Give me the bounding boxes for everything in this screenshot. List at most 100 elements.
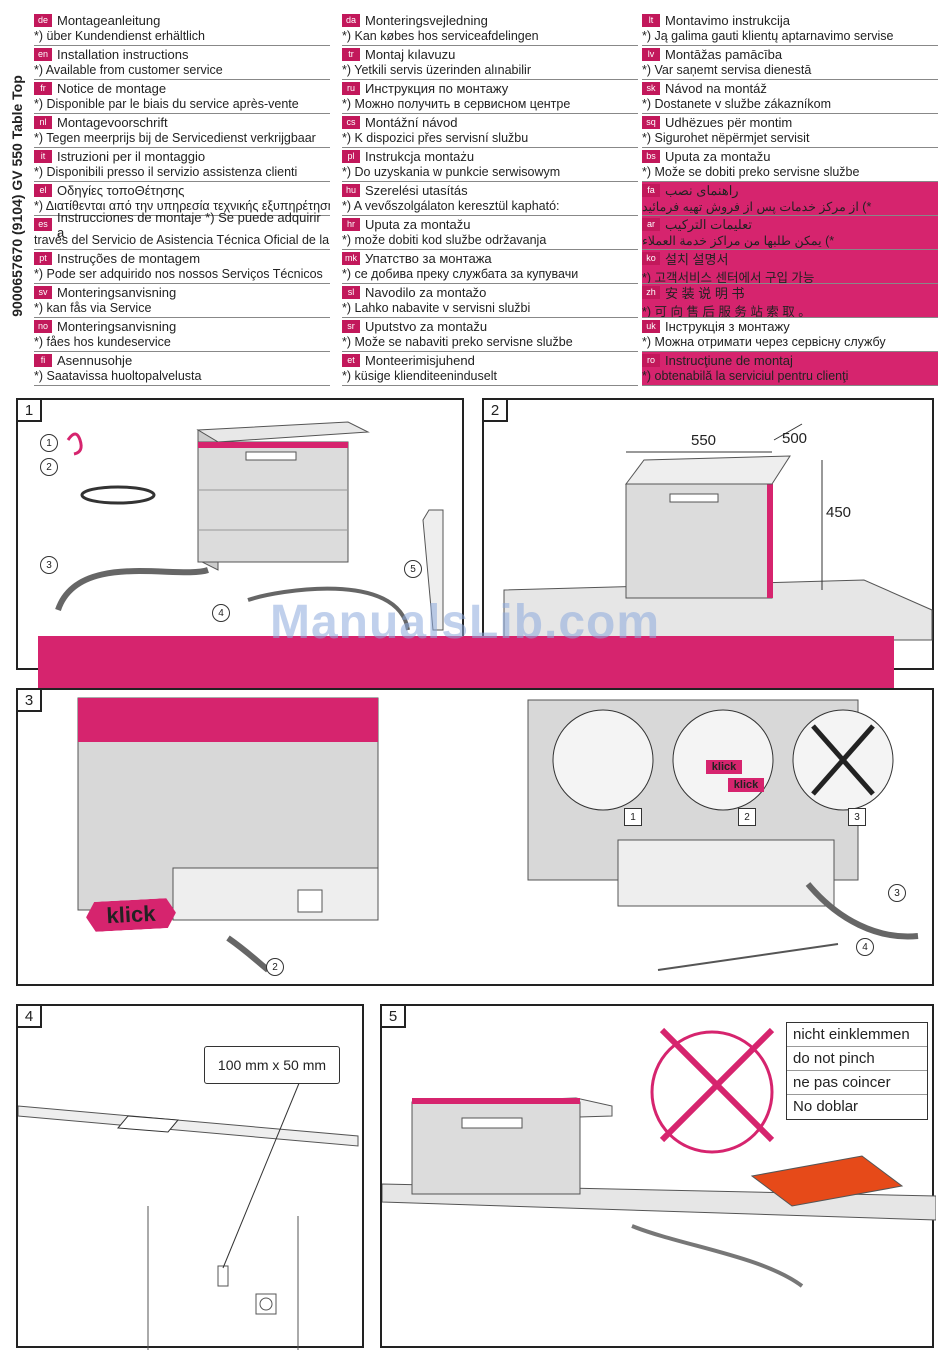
language-note: *) Yetkili servis üzerinden alınabilir [342,63,531,77]
language-code-badge: da [342,14,360,27]
language-code-badge: ru [342,82,360,95]
language-code-badge: mk [342,252,360,265]
language-code-badge: es [34,218,52,231]
language-title: Montageanleitung [57,13,161,28]
language-code-badge: de [34,14,52,27]
language-note: از مرکز خدمات پس از فروش تهیه فرمائید (* [642,199,938,215]
language-note: *) Tegen meerprijs bij de Servicedienst … [34,131,316,145]
cutout-size-label: 100 mm x 50 mm [204,1046,340,1084]
klick-label-small: klick [706,760,742,774]
language-code-badge: fr [34,82,52,95]
language-code-badge: ar [642,218,660,231]
language-title: Uputstvo za montažu [365,319,488,334]
language-note: *) kan fås via Service [34,301,152,315]
language-code-badge: en [34,48,52,61]
language-title: Montaj kılavuzu [365,47,456,62]
language-note: *) Dostanete v službe zákazníkom [642,97,831,111]
language-title: Montavimo instrukcija [665,13,790,28]
substep-number: 2 [738,808,756,826]
language-title: Uputa za montažu [365,217,471,232]
step-panel-3: 3 klick klick klick 1 2 3 2 3 4 [16,688,934,986]
language-title: Installation instructions [57,47,189,62]
language-title: Инструкция по монтажу [365,81,509,96]
language-code-badge: no [34,320,52,333]
item-callout: 2 [40,458,58,476]
language-note: *) Διατίθενται από την υπηρεσία τεχνικής… [34,199,330,213]
language-code-badge: et [342,354,360,367]
step-number: 1 [16,398,42,422]
connection-illustration [77,697,919,973]
language-code-badge: uk [642,320,660,333]
item-callout: 5 [404,560,422,578]
language-note: *) Disponible par le biais du service ap… [34,97,299,111]
item-callout: 2 [266,958,284,976]
dimensions-illustration [503,423,933,641]
language-title: Instruções de montagem [57,251,201,266]
language-code-badge: bs [642,150,660,163]
language-entry-sv: sv Monteringsanvisning*) kan fås via Serv… [34,284,330,318]
language-title: Montāžas pamācība [665,47,783,62]
language-title: Monteringsvejledning [365,13,488,28]
language-title: Інструкція з монтажу [665,319,790,334]
note-line: No doblar [793,1098,859,1115]
watermark: ManualsLib.com [270,596,661,649]
language-entry-en: en Installation instructions*) Available … [34,46,330,80]
language-title: Monteerimisjuhend [365,353,475,368]
language-note: *) Var saņemt servisa dienestā [642,63,812,77]
language-code-badge: tr [342,48,360,61]
placement-illustration [382,1027,936,1288]
language-note: *) Sigurohet nëpërmjet servisit [642,131,810,145]
language-title: Instrucţiune de montaj [665,353,793,368]
language-note: *) Available from customer service [34,63,223,77]
language-note: través del Servicio de Asistencia Técnic… [34,233,330,247]
language-title: Montagevoorschrift [57,115,168,130]
language-entry-de: de Montageanleitung*) über Kundendienst e… [34,12,330,46]
language-note: *) Može se nabaviti preko servisne služb… [342,335,573,349]
cutout-illustration [18,1075,359,1350]
language-code-badge: sl [342,286,360,299]
note-line: ne pas coincer [787,1071,927,1095]
step-panel-4: 4 100 mm x 50 mm [16,1004,364,1350]
klick-label: klick [85,898,176,933]
step-number: 5 [380,1004,406,1028]
language-title: 安 装 说 明 书 [665,286,745,301]
language-note: *) može dobiti kod službe održavanja [342,233,547,247]
language-note: يمكن طلبها من مراكز خدمة العملاء (* [642,233,938,249]
language-title: Instrukcja montażu [365,149,475,164]
language-note: *) Saatavissa huoltopalvelusta [34,369,202,383]
language-code-badge: zh [642,286,660,299]
substep-number: 1 [624,808,642,826]
language-title: Οδηγίες τοποΘέτησης [57,183,185,198]
language-note: *) A vevőszolgálaton keresztül kapható: [342,199,560,213]
language-code-badge: ko [642,252,660,265]
language-note: *) Можна отримати через сервісну службу [642,335,886,349]
language-title: Monteringsanvisning [57,285,177,300]
language-code-badge: sv [34,286,52,299]
language-note: *) über Kundendienst erhältlich [34,29,205,43]
language-code-badge: lt [642,14,660,27]
language-title: Упатство за монтажа [365,251,492,266]
language-note: *) K dispozici přes servisní službu [342,131,529,145]
item-callout: 1 [40,434,58,452]
height-dimension: 450 [826,504,852,521]
language-note: *) 고객서비스 센터에서 구입 가능 [642,267,938,283]
